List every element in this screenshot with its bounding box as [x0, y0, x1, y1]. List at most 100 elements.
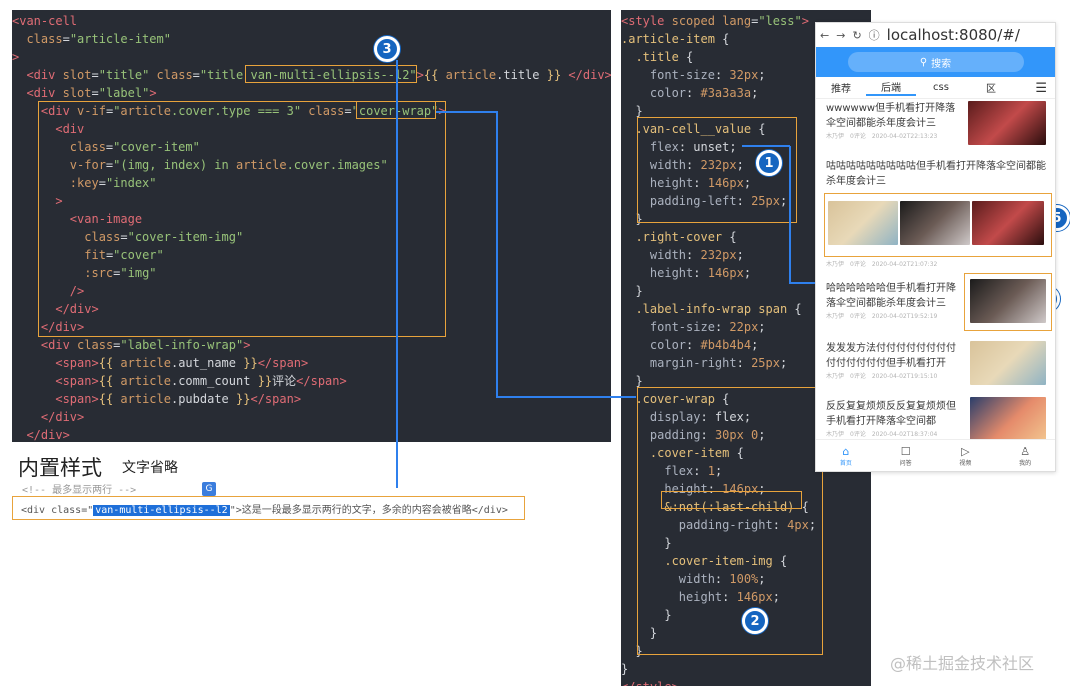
builtin-style-subtitle: 文字省略	[122, 460, 178, 476]
connector-line-cover-h2	[496, 396, 636, 398]
article-title: 发发发方法付付付付付付付付付付付付付付但手机看打开	[826, 343, 956, 369]
code-line: font-size: 22px;	[649, 320, 766, 334]
list-item[interactable]: 咕咕咕咕咕咕咕咕咕但手机看打开降落伞空间都能杀年度会计三	[826, 159, 1051, 189]
article-cover-image	[970, 341, 1046, 385]
code-line: .cover-item {	[649, 446, 744, 460]
code-line: flex: unset;	[649, 140, 737, 154]
reload-icon[interactable]: ↻	[852, 28, 862, 42]
code-line: width: 232px;	[649, 248, 744, 262]
tab-more[interactable]: 区	[986, 84, 996, 95]
code-line: <div	[55, 122, 85, 136]
connector-line-cover-v	[496, 111, 498, 397]
code-line: .cover-wrap {	[635, 392, 730, 406]
browser-bar: ← → ↻ ⓘ localhost:8080/#/	[816, 23, 1055, 47]
snippet-prefix: <div class="	[21, 505, 94, 516]
tabbar-video[interactable]: ▷视频	[959, 444, 972, 467]
code-line: height: 146px;	[649, 266, 752, 280]
code-line: }	[621, 608, 672, 622]
article-cover-image	[828, 201, 898, 245]
code-line: padding-right: 4px;	[678, 518, 817, 532]
tab-recommend[interactable]: 推荐	[831, 84, 851, 95]
code-line: }	[621, 284, 643, 298]
tab-css[interactable]: css	[933, 82, 949, 93]
code-line: />	[69, 284, 85, 298]
highlight-box-cover-wrap-block	[38, 101, 446, 337]
code-line: <style scoped lang="less">	[621, 14, 809, 28]
code-line: }	[621, 644, 643, 658]
channel-tabs: 推荐 后端 css 区 ☰	[816, 77, 1055, 99]
code-line: :key="index"	[69, 176, 157, 190]
code-line: </div>	[40, 410, 85, 424]
code-line: color: #b4b4b4;	[649, 338, 759, 352]
search-icon: ⚲	[919, 56, 928, 68]
highlight-box-three-covers	[824, 193, 1052, 257]
code-line: <van-cell	[12, 14, 78, 28]
code-line: </div>	[26, 428, 70, 442]
code-line: height: 146px;	[649, 176, 752, 190]
code-line: </style>	[621, 678, 679, 686]
info-icon: ⓘ	[868, 29, 880, 42]
connector-line-3	[396, 60, 398, 488]
code-line: margin-right: 25px;	[649, 356, 788, 370]
address-bar[interactable]: localhost:8080/#/	[886, 26, 1020, 44]
code-line: <van-image	[69, 212, 143, 226]
forward-icon[interactable]: →	[836, 28, 846, 42]
builtin-comment: <!-- 最多显示两行 -->	[22, 485, 137, 496]
code-line: height: 146px;	[678, 590, 780, 604]
code-line: .right-cover {	[635, 230, 737, 244]
code-line: }	[621, 104, 643, 118]
tabbar-home[interactable]: ⌂首页	[839, 444, 852, 467]
article-cover-image	[900, 201, 970, 245]
connector-line-4-top	[742, 145, 790, 147]
translate-icon[interactable]: G	[202, 482, 216, 496]
snippet-suffix: ">这是一段最多显示两行的文字，多余的内容会被省略</div>	[229, 505, 508, 516]
code-line: <div class="label-info-wrap">	[40, 338, 251, 352]
code-line: <div v-if="article.cover.type === 3" cla…	[40, 104, 446, 118]
snippet-highlight: van-multi-ellipsis--l2	[93, 505, 230, 516]
tab-backend[interactable]: 后端	[866, 79, 916, 96]
highlight-box-ellipsis-class	[245, 65, 417, 83]
code-line: fit="cover"	[84, 248, 164, 262]
code-line: >	[12, 50, 20, 64]
code-line: class="cover-item-img"	[84, 230, 244, 244]
article-cover-image	[968, 101, 1046, 145]
user-icon: ♙	[1020, 444, 1031, 458]
menu-icon[interactable]: ☰	[1035, 81, 1047, 96]
code-line: <div slot="title" class="title van-multi…	[26, 68, 611, 82]
code-line: .cover-item-img {	[664, 554, 788, 568]
code-line: .title {	[635, 50, 694, 64]
video-icon: ▷	[961, 444, 970, 458]
phone-preview: ← → ↻ ⓘ localhost:8080/#/ ⚲ 搜索 推荐 后端 css…	[815, 22, 1056, 472]
code-line: <span>{{ article.aut_name }}</span>	[55, 356, 309, 370]
badge-1: 1	[756, 150, 782, 176]
highlight-box-not-last-child	[661, 491, 802, 509]
article-title: wwwwww但手机看打开降落伞空间都能杀年度会计三	[826, 103, 956, 129]
code-line: padding-left: 25px;	[649, 194, 788, 208]
search-button[interactable]: ⚲ 搜索	[847, 52, 1024, 72]
code-line: >	[55, 194, 63, 208]
code-line: <span>{{ article.pubdate }}</span>	[55, 392, 302, 406]
highlight-box-cover-wrap-style	[637, 387, 823, 655]
bottom-tabbar: ⌂首页 ☐问答 ▷视频 ♙我的	[816, 439, 1055, 471]
back-icon[interactable]: ←	[820, 28, 830, 42]
highlight-box-right-cover	[964, 273, 1052, 331]
connector-line-4-v	[789, 146, 791, 284]
search-header: ⚲ 搜索	[816, 47, 1055, 77]
search-label: 搜索	[931, 58, 952, 70]
code-line: display: flex;	[649, 410, 752, 424]
tabbar-mine[interactable]: ♙我的	[1019, 444, 1032, 467]
tabbar-qa[interactable]: ☐问答	[899, 444, 912, 467]
code-line: class="cover-item"	[69, 140, 200, 154]
highlight-box-van-cell-value	[637, 117, 797, 223]
code-line: }	[621, 374, 643, 388]
code-line: }	[621, 626, 658, 640]
article-title: 咕咕咕咕咕咕咕咕咕但手机看打开降落伞空间都能杀年度会计三	[826, 161, 1046, 187]
